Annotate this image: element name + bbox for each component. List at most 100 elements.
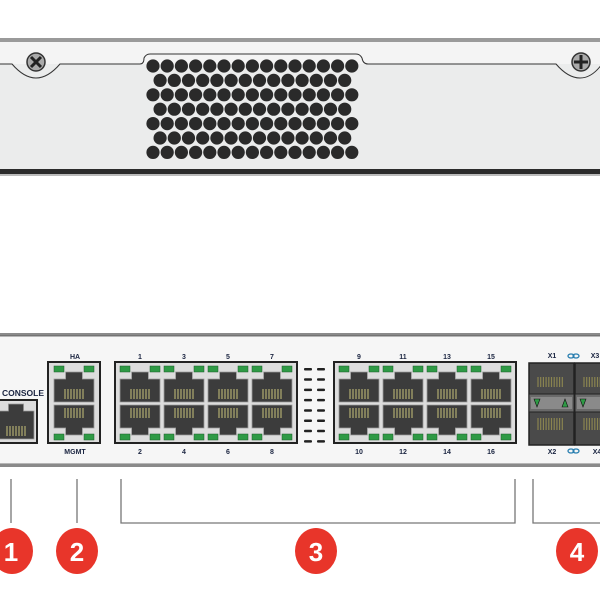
port-label: 6 bbox=[226, 449, 230, 456]
port-label: 2 bbox=[138, 449, 142, 456]
led-dash bbox=[317, 368, 325, 371]
rj45-jack[interactable] bbox=[382, 371, 424, 403]
rj45-jack[interactable] bbox=[53, 371, 95, 403]
led-dash bbox=[304, 388, 312, 392]
led-dash bbox=[304, 419, 312, 422]
rj45-jack[interactable] bbox=[470, 371, 512, 403]
console-port[interactable] bbox=[0, 399, 38, 444]
console-label: CONSOLE bbox=[2, 388, 44, 398]
led-dash bbox=[304, 378, 312, 381]
led-dash bbox=[317, 419, 325, 422]
status-led bbox=[119, 433, 131, 441]
status-led bbox=[251, 365, 263, 373]
sfp-label-x2: X2 bbox=[548, 449, 557, 456]
vent-hole bbox=[316, 145, 330, 159]
vent-hole bbox=[203, 88, 217, 102]
vent-hole bbox=[316, 88, 330, 102]
port-label: 11 bbox=[399, 354, 407, 361]
vent-hole bbox=[260, 145, 274, 159]
vent-hole bbox=[302, 117, 316, 131]
rj45-jack[interactable] bbox=[338, 371, 380, 403]
vent-hole bbox=[345, 145, 359, 159]
port-label: 3 bbox=[182, 354, 186, 361]
status-led bbox=[382, 433, 394, 441]
status-led bbox=[368, 433, 380, 441]
vent-hole bbox=[231, 88, 245, 102]
rj45-jack[interactable] bbox=[251, 371, 293, 403]
rj45-jack[interactable] bbox=[426, 371, 468, 403]
vent-hole bbox=[281, 73, 295, 87]
rj45-jack[interactable] bbox=[470, 404, 512, 436]
status-led bbox=[237, 433, 249, 441]
vent-hole bbox=[217, 117, 231, 131]
vent-hole bbox=[316, 59, 330, 73]
vent-hole bbox=[345, 88, 359, 102]
vent-hole bbox=[323, 73, 338, 87]
port-label: 5 bbox=[226, 354, 230, 361]
vent-hole bbox=[274, 59, 288, 73]
rj45-jack[interactable] bbox=[119, 404, 161, 436]
rj45-jack[interactable] bbox=[426, 404, 468, 436]
vent-hole bbox=[174, 59, 188, 73]
led-dash bbox=[317, 398, 325, 402]
port-label: 8 bbox=[270, 449, 274, 456]
vent-hole bbox=[203, 145, 217, 159]
vent-hole bbox=[174, 88, 188, 102]
status-led bbox=[456, 433, 468, 441]
led-dash bbox=[304, 398, 312, 402]
svg-text:2: 2 bbox=[70, 537, 84, 567]
ha-mgmt-ports bbox=[47, 361, 101, 444]
vent-hole bbox=[267, 131, 281, 145]
status-led bbox=[53, 433, 65, 441]
vent-hole bbox=[167, 73, 181, 87]
vent-hole bbox=[238, 131, 252, 145]
callout-leaders bbox=[10, 479, 600, 524]
vent-hole bbox=[189, 145, 203, 159]
status-led bbox=[426, 365, 438, 373]
screw-icon bbox=[571, 52, 591, 72]
rj45-jack[interactable] bbox=[251, 404, 293, 436]
vent-hole bbox=[167, 131, 181, 145]
vent-hole bbox=[252, 131, 267, 145]
rj45-jack[interactable] bbox=[207, 371, 249, 403]
rj45-jack[interactable] bbox=[53, 404, 95, 436]
rj45-jack[interactable] bbox=[0, 403, 35, 440]
vent-hole bbox=[189, 59, 203, 73]
sfp-label-x4: X4 bbox=[593, 449, 600, 456]
vent-hole bbox=[302, 145, 316, 159]
status-led bbox=[470, 433, 482, 441]
vent-hole bbox=[146, 145, 160, 159]
led-dash bbox=[317, 409, 325, 412]
port-label: 16 bbox=[487, 449, 495, 456]
sfp-cage[interactable] bbox=[574, 362, 600, 446]
vent-hole bbox=[245, 88, 259, 102]
sfp-cage[interactable] bbox=[528, 362, 575, 446]
rj45-jack[interactable] bbox=[207, 404, 249, 436]
rj45-jack[interactable] bbox=[119, 371, 161, 403]
vent-hole bbox=[274, 117, 288, 131]
rj45-jack[interactable] bbox=[382, 404, 424, 436]
vent-hole bbox=[260, 117, 274, 131]
vent-hole bbox=[217, 145, 231, 159]
vent-hole bbox=[338, 73, 352, 87]
vent-hole bbox=[260, 88, 274, 102]
rj45-jack[interactable] bbox=[163, 371, 205, 403]
vent-hole bbox=[160, 117, 174, 131]
vent-hole bbox=[217, 59, 231, 73]
vent-hole bbox=[160, 145, 174, 159]
vent-hole bbox=[345, 59, 359, 73]
status-led bbox=[426, 433, 438, 441]
rj45-jack[interactable] bbox=[163, 404, 205, 436]
vent-hole bbox=[160, 88, 174, 102]
vent-hole bbox=[288, 88, 302, 102]
led-dash bbox=[317, 378, 325, 381]
svg-text:4: 4 bbox=[570, 537, 585, 567]
vent-hole bbox=[203, 117, 217, 131]
status-led bbox=[281, 433, 293, 441]
rj45-jack[interactable] bbox=[338, 404, 380, 436]
led-dash bbox=[317, 388, 325, 392]
vent-hole bbox=[309, 102, 323, 116]
